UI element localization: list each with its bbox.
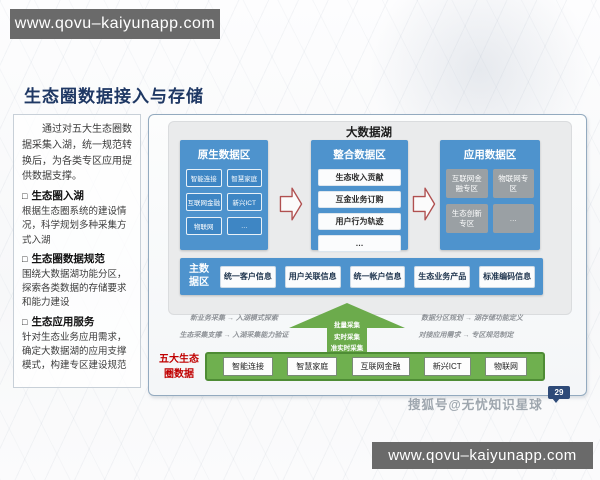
zone-title: 原生数据区	[197, 149, 251, 161]
badge-pointer-icon	[552, 398, 560, 403]
collect-method: 准实时采集	[330, 345, 364, 352]
data-chip: …	[492, 204, 534, 233]
annotation-left-2: 生态采集支撑 → 入湖采集能力验证	[179, 332, 289, 339]
data-chip: 互联网金融	[186, 193, 222, 211]
zone-application-data: 应用数据区 互联网金融专区 物联网专区 生态创新专区 …	[440, 140, 540, 250]
watermark-banner-bottom: www.qovu–kaiyunapp.com	[372, 442, 593, 469]
section-heading-label: 生态圈入湖	[31, 190, 84, 203]
master-data-zone: 主数据区 统一客户信息 用户关联信息 统一帐户信息 生态业务产品 标准编码信息	[180, 258, 543, 295]
section-body-app-service: 针对生态业务应用需求，确定大数据湖的应用支撑模式，构建专区建设规范	[22, 331, 127, 372]
section-body-lake-entry: 根据生态圈系统的建设情况，科学规划多种采集方式入湖	[22, 206, 127, 246]
source-item: 智慧家庭	[287, 357, 338, 376]
data-chip: 物联网专区	[492, 169, 534, 198]
watermark-url-bottom: www.qovu–kaiyunapp.com	[388, 447, 577, 464]
zone-title: 整合数据区	[333, 149, 386, 161]
data-chip: …	[226, 217, 262, 235]
integrated-zone-items: 生态收入贡献 互金业务订购 用户行为轨迹 …	[311, 167, 408, 254]
section-heading-data-spec: □ 生态圈数据规范	[22, 251, 132, 266]
data-chip: 新兴ICT	[226, 193, 262, 211]
data-chip: 互联网金融专区	[446, 169, 488, 198]
master-data-item: 用户关联信息	[284, 265, 341, 288]
left-text-panel: 通过对五大生态圈数据采集入湖，统一规范转换后，为各类专区应用提供数据支撑。 □ …	[13, 114, 141, 388]
section-heading-lake-entry: □ 生态圈入湖	[22, 188, 132, 203]
square-bullet-icon: □	[22, 316, 28, 327]
master-data-item: 统一帐户信息	[349, 265, 406, 288]
ecosystem-source-bar: 智能连接 智慧家庭 互联网金融 新兴ICT 物联网	[205, 352, 545, 381]
collect-method-labels: 批量采集 实时采集 准实时采集	[289, 320, 405, 355]
annotation-left-1: 新业务采集 → 入湖模式探索	[190, 315, 278, 322]
master-data-item: 统一客户信息	[220, 265, 276, 288]
section-heading-label: 生态应用服务	[31, 315, 95, 328]
master-zone-label: 主数据区	[189, 264, 209, 288]
square-bullet-icon: □	[22, 253, 28, 264]
collect-method: 批量采集	[334, 322, 360, 329]
master-data-item: 生态业务产品	[414, 265, 471, 288]
data-row: 用户行为轨迹	[318, 213, 401, 230]
intro-paragraph: 通过对五大生态圈数据采集入湖，统一规范转换后，为各类专区应用提供数据支撑。	[22, 124, 132, 183]
data-chip: 生态创新专区	[446, 204, 488, 233]
collect-method: 实时采集	[334, 333, 360, 341]
native-zone-items: 智能连接 智慧家庭 互联网金融 新兴ICT 物联网 …	[180, 167, 268, 237]
data-chip: 智慧家庭	[226, 169, 262, 187]
zone-integrated-data: 整合数据区 生态收入贡献 互金业务订购 用户行为轨迹 …	[311, 140, 408, 252]
square-bullet-icon: □	[22, 191, 28, 202]
data-chip: 物联网	[186, 217, 222, 235]
lake-title: 大数据湖	[346, 127, 392, 139]
zone-title: 应用数据区	[463, 149, 517, 161]
source-item: 新兴ICT	[423, 357, 471, 376]
flow-arrow-right-icon	[278, 185, 304, 223]
source-item: 物联网	[484, 357, 527, 376]
annotation-right-2: 对接应用需求 → 专区规范制定	[418, 332, 514, 339]
credit-watermark: 搜狐号@无忧知识星球	[408, 398, 543, 412]
data-row: …	[318, 235, 401, 252]
zone-native-data: 原生数据区 智能连接 智慧家庭 互联网金融 新兴ICT 物联网 …	[180, 140, 268, 250]
source-item: 智能连接	[223, 357, 273, 376]
annotation-right-1: 数据分区规划 → 湖存储功能定义	[421, 315, 523, 322]
comment-count-badge: 29	[548, 386, 570, 399]
data-row: 生态收入贡献	[318, 169, 401, 186]
data-row: 互金业务订购	[318, 191, 401, 208]
section-heading-label: 生态圈数据规范	[31, 252, 105, 265]
collect-up-arrow-icon	[289, 303, 405, 357]
section-heading-app-service: □ 生态应用服务	[22, 314, 132, 329]
application-zone-items: 互联网金融专区 物联网专区 生态创新专区 …	[440, 167, 540, 235]
watermark-banner-top: www.qovu–kaiyunapp.com	[10, 9, 220, 39]
watermark-url-top: www.qovu–kaiyunapp.com	[14, 15, 216, 32]
page-title: 生态圈数据接入与存储	[24, 87, 204, 106]
flow-arrow-right-icon	[411, 185, 437, 223]
section-body-data-spec: 围绕大数据湖功能分区，探索各类数据的存储要求和能力建设	[22, 268, 127, 309]
data-chip: 智能连接	[186, 169, 222, 187]
source-bar-label: 五大生态圈数据	[159, 354, 199, 380]
source-item: 互联网金融	[351, 357, 410, 376]
master-data-item: 标准编码信息	[479, 265, 535, 288]
